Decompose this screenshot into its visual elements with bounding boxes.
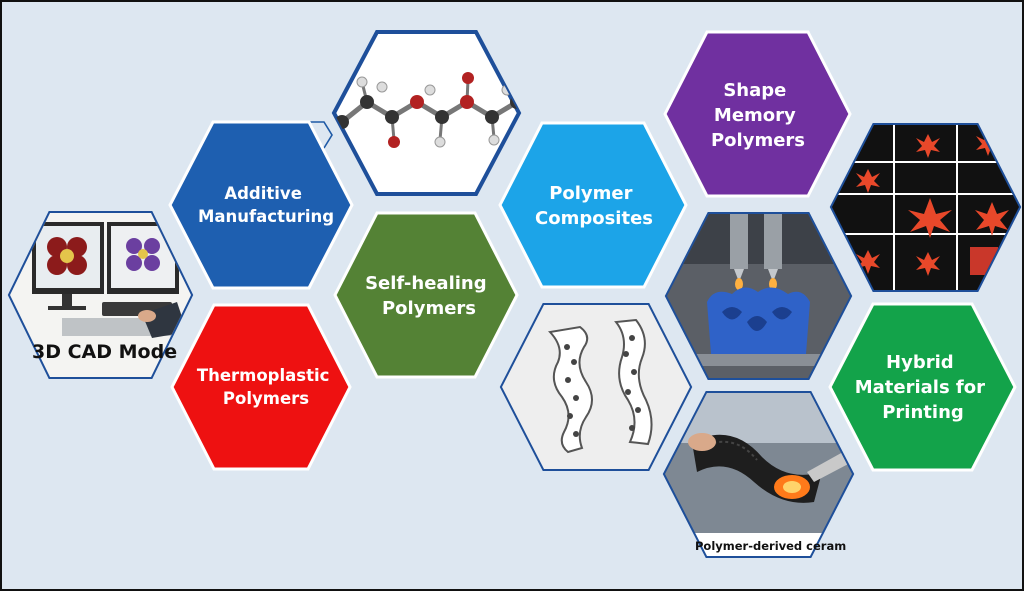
hex-label-line: Self-healing bbox=[365, 273, 487, 294]
hex-thermoplastic-polymers: Thermoplastic Polymers bbox=[170, 303, 352, 471]
hex-shape bbox=[170, 303, 352, 471]
hex-label-line: Shape bbox=[723, 80, 786, 101]
photo-hex-ceramic: Polymer-derived ceram bbox=[662, 391, 855, 558]
hex-shape bbox=[333, 211, 519, 379]
hex-label-line: Memory bbox=[714, 105, 796, 126]
hex-self-healing-polymers: Self-healing Polymers bbox=[333, 211, 519, 379]
hex-shape-memory-polymers: Shape Memory Polymers bbox=[663, 30, 852, 198]
hex-additive-manufacturing: Additive Manufacturing bbox=[168, 120, 354, 290]
hex-label-line: Polymers bbox=[223, 389, 309, 408]
hex-label-line: Composites bbox=[535, 208, 653, 229]
hex-label: Self-healing Polymers bbox=[365, 273, 493, 319]
hex-label-line: Hybrid bbox=[886, 352, 954, 373]
hex-label: Polymer Composites bbox=[535, 183, 653, 229]
hex-label: Shape Memory Polymers bbox=[711, 80, 805, 151]
hex-label-line: Manufacturing bbox=[198, 207, 334, 226]
hex-label-line: Materials for bbox=[855, 377, 985, 398]
lattice-tubes-icon bbox=[502, 305, 690, 469]
hex-label-line: Printing bbox=[882, 402, 964, 423]
hex-polymer-composites: Polymer Composites bbox=[498, 121, 688, 289]
photo-hex-lattice bbox=[499, 303, 693, 471]
ceramic-caption: Polymer-derived ceram bbox=[695, 539, 846, 553]
hex-label-line: Thermoplastic bbox=[197, 366, 330, 385]
hex-label: Hybrid Materials for Printing bbox=[855, 352, 992, 423]
photo-hex-starfish bbox=[829, 123, 1022, 292]
hex-label: Additive Manufacturing bbox=[198, 184, 334, 226]
hex-label-line: Polymers bbox=[382, 298, 476, 319]
photo-frame bbox=[331, 30, 522, 196]
cad-caption: 3D CAD Mode bbox=[32, 341, 177, 363]
hex-shape bbox=[168, 120, 354, 290]
cad-workstation-icon bbox=[10, 213, 191, 377]
hex-label: Thermoplastic Polymers bbox=[197, 366, 335, 408]
photo-hex-cad: 3D CAD Mode bbox=[7, 211, 194, 379]
hex-hybrid-materials: Hybrid Materials for Printing bbox=[828, 302, 1017, 472]
hex-label-line: Polymers bbox=[711, 130, 805, 151]
photo-hex-printer bbox=[664, 212, 853, 380]
hex-label-line: Polymer bbox=[549, 183, 632, 204]
photo-hex-molecule bbox=[331, 30, 522, 196]
starfish-grid-icon bbox=[832, 125, 1019, 290]
hex-shape bbox=[663, 30, 852, 198]
hex-shape bbox=[828, 302, 1017, 472]
hex-label-line: Additive bbox=[224, 184, 302, 203]
hex-shape bbox=[498, 121, 688, 289]
